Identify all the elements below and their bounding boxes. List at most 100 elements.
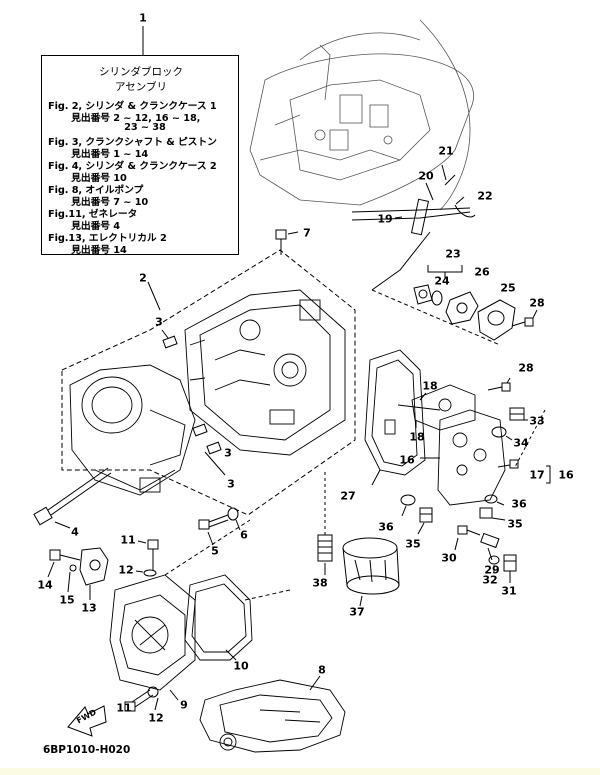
leader-18a: [419, 392, 427, 401]
leader-8: [309, 675, 321, 691]
callout-25: 25: [500, 281, 516, 295]
leader-12a: [135, 570, 144, 573]
callout-14: 14: [37, 578, 53, 592]
union-38: [317, 534, 333, 562]
plug-33: [509, 407, 525, 421]
cover-25: [477, 299, 516, 341]
callout-12b: 12: [148, 711, 164, 725]
leader-14: [47, 561, 55, 578]
bolt-5: [198, 514, 229, 530]
valve-housing-16: [437, 409, 506, 506]
callout-21: 21: [438, 144, 454, 158]
callout-1: 1: [139, 11, 147, 25]
note-line: 23 ~ 38: [48, 122, 166, 133]
guide-cover: [164, 519, 251, 576]
o-ring-36a: [484, 494, 498, 504]
callout-17: 17: [529, 468, 545, 482]
bolt-11b: [124, 689, 154, 712]
leader-10: [225, 649, 237, 661]
leader-3b: [204, 451, 226, 476]
reference-note-box: シリンダブロック アセンブリ Fig. 2, シリンダ & クランクケース 1 …: [41, 55, 239, 256]
callout-28a: 28: [529, 296, 545, 310]
callout-37: 37: [349, 605, 365, 619]
bracket-13: [79, 547, 109, 586]
callout-18a: 18: [422, 379, 438, 393]
leader-29: [487, 547, 493, 561]
upper-engine-block: [249, 19, 474, 211]
callout-18b: 18: [409, 430, 425, 444]
hose-assembly: [351, 174, 476, 236]
guide-33-17: [514, 409, 546, 468]
leader-34: [505, 435, 513, 441]
callout-11b: 11: [116, 701, 132, 715]
note-line: Fig.11, ゼネレータ: [48, 209, 138, 220]
diagram-code: 6BP1010-H020: [43, 744, 131, 756]
o-ring-36b: [400, 494, 416, 506]
plug-35a: [479, 507, 493, 519]
callout-32: 32: [482, 573, 498, 587]
bolt-7: [275, 229, 287, 255]
callout-38: 38: [312, 576, 328, 590]
leader-28b: [506, 377, 511, 384]
guide-cover-2: [244, 589, 291, 601]
leader-35b: [417, 522, 425, 535]
note-line: 見出番号 1 ~ 14: [48, 149, 149, 160]
leader-6: [235, 519, 241, 531]
washer-6: [227, 507, 239, 521]
gasket-26: [445, 291, 479, 325]
shaft-18: [397, 404, 441, 411]
gasket-10: [184, 574, 253, 661]
gasket-8: [199, 679, 346, 753]
washer-15: [69, 564, 77, 572]
callout-4: 4: [71, 525, 79, 539]
leader-12b: [154, 697, 159, 711]
note-line: 見出番号 10: [48, 173, 127, 184]
bracket-17-16: [546, 465, 551, 484]
leader-2: [147, 281, 161, 311]
callout-10: 10: [233, 659, 249, 673]
oil-filter-37: [342, 537, 400, 595]
note-line: Fig. 8, オイルポンプ: [48, 185, 144, 196]
callout-15: 15: [59, 593, 75, 607]
bolt-30: [457, 525, 481, 536]
bolt-28b: [487, 382, 511, 392]
callout-24: 24: [434, 274, 450, 288]
leader-5: [207, 531, 214, 546]
note-title-2: アセンブリ: [115, 81, 167, 93]
leader-27: [371, 469, 381, 486]
o-ring-34: [491, 426, 507, 438]
note-line: 見出番号 14: [48, 245, 127, 256]
note-line: Fig. 2, シリンダ & クランクケース 1: [48, 101, 217, 112]
bolt-17: [497, 459, 519, 469]
note-line: 見出番号 4: [48, 221, 120, 232]
dowel-pins: [162, 335, 222, 455]
leader-36b: [401, 505, 407, 517]
callout-16b: 16: [558, 468, 574, 482]
washer-12a: [143, 569, 157, 577]
footer-band: [0, 768, 600, 775]
note-line: 見出番号 2 ~ 12, 16 ~ 18,: [48, 113, 201, 124]
bolt-14: [49, 549, 81, 561]
callout-6: 6: [240, 528, 248, 542]
leader-4: [54, 521, 71, 529]
callout-8: 8: [318, 663, 326, 677]
callout-27: 27: [340, 489, 356, 503]
crankcase-front: [69, 364, 196, 496]
cylinder-block: [184, 289, 346, 456]
leader-19: [394, 216, 403, 219]
callout-34: 34: [513, 436, 529, 450]
callout-36b: 36: [378, 520, 394, 534]
callout-22: 22: [477, 189, 493, 203]
callout-7: 7: [303, 226, 311, 240]
ring-24: [431, 290, 443, 306]
plug-31: [503, 554, 517, 572]
note-line: Fig. 4, シリンダ & クランクケース 2: [48, 161, 217, 172]
note-line: 見出番号 7 ~ 10: [48, 197, 149, 208]
leader-11a: [137, 540, 147, 544]
thermostat-24: [413, 284, 433, 305]
callout-3c: 3: [227, 477, 235, 491]
note-line: Fig. 3, クランクシャフト & ピストン: [48, 137, 217, 148]
callout-12a: 12: [118, 563, 134, 577]
